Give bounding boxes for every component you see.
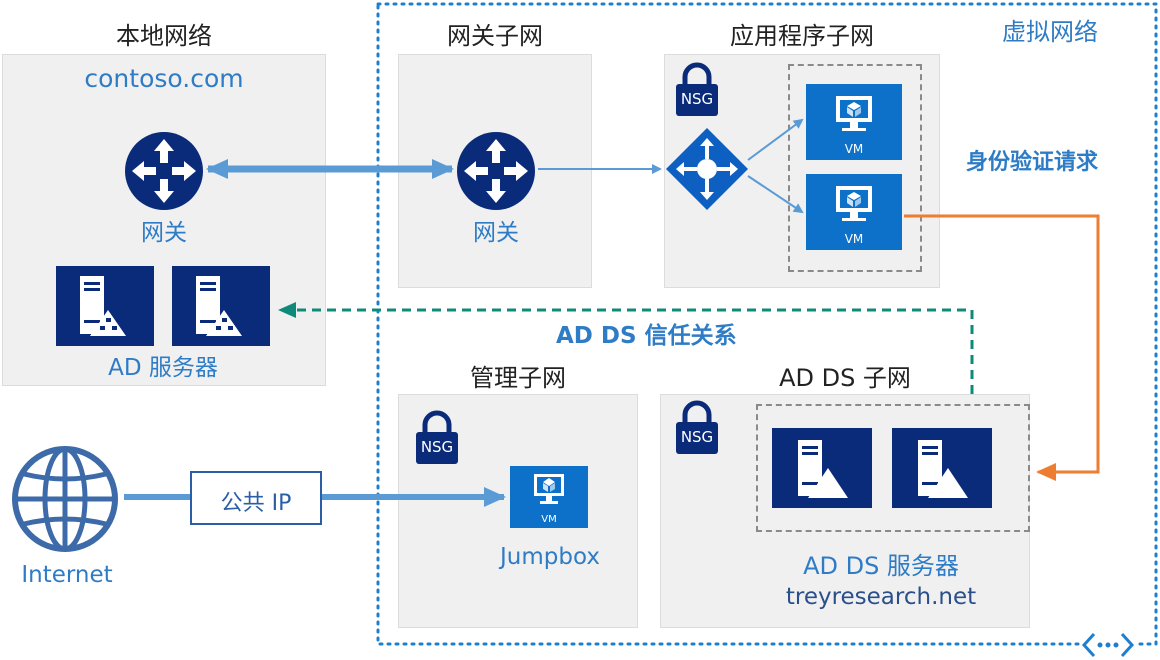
vm-label: VM [541,514,557,525]
auth-request-label: 身份验证请求 [966,150,1099,175]
vm-icon [534,474,564,504]
lock-icon [416,410,458,464]
vm-label: VM [844,142,864,156]
gateway-subnet-gateway-label: 网关 [473,220,519,246]
nsg-badge-mgmt: NSG [414,410,460,466]
load-balancer-icon [666,128,748,210]
vm-icon [836,186,872,221]
vm-label: VM [844,232,864,246]
server-icon [798,440,848,498]
server-icon [918,440,968,498]
ad-server-2 [172,266,270,346]
jumpbox-label: Jumpbox [500,544,600,570]
router-icon [457,132,535,210]
jumpbox-vm: VM [510,466,588,528]
server-icon [196,276,242,336]
gateway-subnet-title: 网关子网 [447,22,543,50]
app-vm-1: VM [806,84,902,160]
globe-icon [12,446,118,552]
onprem-ad-servers-label: AD 服务器 [108,355,218,381]
adds-domain-label: treyresearch.net [785,584,977,610]
app-vm-group [788,64,922,272]
public-ip-label: 公共 IP [220,491,292,516]
adds-servers-label: AD DS 服务器 [803,552,959,580]
vnet-title: 虚拟网络 [1002,18,1098,46]
lock-icon [676,62,718,116]
adds-server-2 [892,428,992,508]
onprem-domain: contoso.com [84,64,244,93]
vnet-border [376,2,1158,646]
vm-icon [836,96,872,131]
public-ip-box: 公共 IP [190,471,322,525]
adds-subnet-title: AD DS 子网 [779,364,911,392]
nsg-label: NSG [680,90,714,108]
ad-server-1 [56,266,154,346]
adds-server-1 [772,428,872,508]
nsg-label: NSG [420,438,454,456]
lock-icon [676,400,718,454]
nsg-badge-adds: NSG [674,400,720,456]
server-icon [80,276,126,336]
nsg-label: NSG [680,428,714,446]
trust-relation-label: AD DS 信任关系 [556,323,737,349]
app-subnet-title: 应用程序子网 [730,22,874,50]
internet-label: Internet [21,562,113,588]
router-icon [125,132,203,210]
mgmt-subnet-title: 管理子网 [470,364,566,392]
app-vm-2: VM [806,174,902,250]
onprem-title: 本地网络 [116,22,212,50]
onprem-gateway-label: 网关 [141,220,187,246]
nsg-badge-app: NSG [674,62,720,118]
